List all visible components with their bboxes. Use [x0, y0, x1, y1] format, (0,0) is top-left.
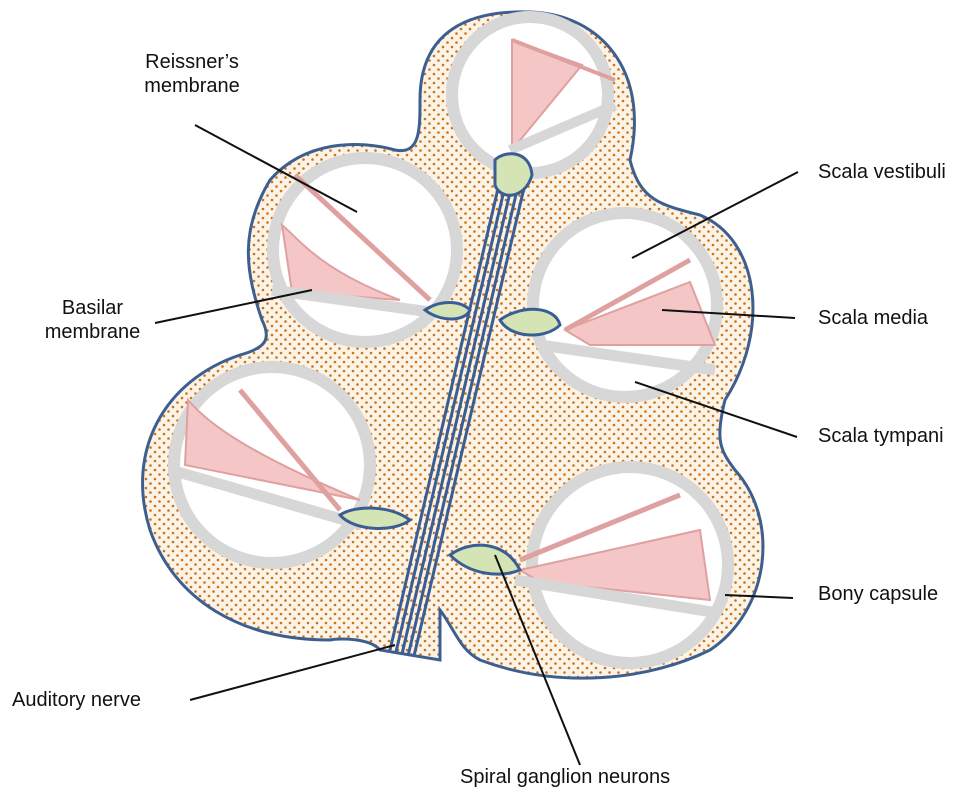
- label-bony-capsule: Bony capsule: [818, 582, 938, 606]
- leader-auditory-nerve: [190, 645, 395, 700]
- label-basilar-membrane: Basilar membrane: [20, 296, 165, 344]
- turn-lower-left: [174, 367, 370, 563]
- turn-right-middle: [533, 213, 717, 397]
- label-scala-media: Scala media: [818, 306, 928, 330]
- label-auditory-nerve: Auditory nerve: [12, 688, 141, 712]
- label-scala-tympani: Scala tympani: [818, 424, 944, 448]
- label-reissners-membrane: Reissner’s membrane: [102, 50, 282, 98]
- turn-apex: [452, 17, 615, 173]
- label-scala-vestibuli: Scala vestibuli: [818, 160, 946, 184]
- label-spiral-ganglion-neurons: Spiral ganglion neurons: [460, 765, 670, 789]
